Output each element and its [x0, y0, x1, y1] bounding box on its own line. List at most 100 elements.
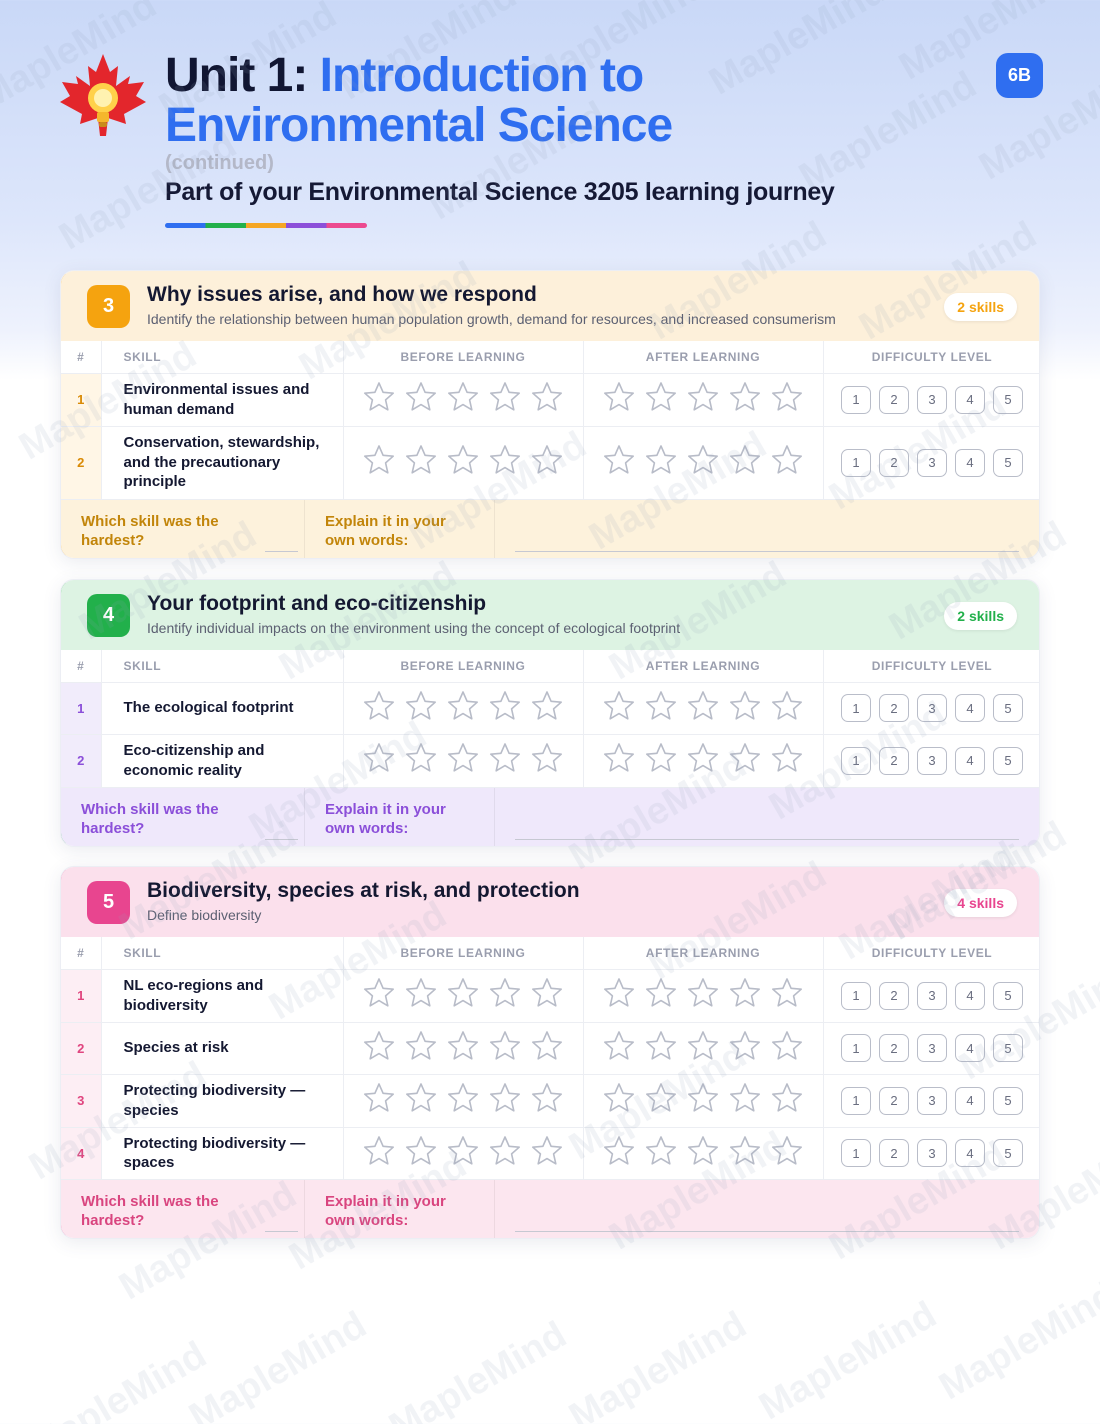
star-icon[interactable] — [530, 380, 564, 419]
star-icon[interactable] — [530, 1081, 564, 1120]
star-icon[interactable] — [602, 741, 636, 780]
star-icon[interactable] — [728, 976, 762, 1015]
star-icon[interactable] — [404, 1134, 438, 1173]
difficulty-level-4[interactable]: 4 — [955, 981, 985, 1010]
star-icon[interactable] — [404, 1081, 438, 1120]
star-icon[interactable] — [602, 443, 636, 482]
explain-answer-field[interactable] — [495, 500, 1039, 558]
star-icon[interactable] — [362, 1029, 396, 1068]
difficulty-level-3[interactable]: 3 — [917, 448, 947, 477]
star-icon[interactable] — [602, 1081, 636, 1120]
difficulty-level-5[interactable]: 5 — [993, 694, 1023, 722]
difficulty-level-3[interactable]: 3 — [917, 1139, 947, 1167]
star-icon[interactable] — [488, 1029, 522, 1068]
star-icon[interactable] — [530, 976, 564, 1015]
star-icon[interactable] — [488, 1081, 522, 1120]
star-icon[interactable] — [488, 689, 522, 728]
star-icon[interactable] — [530, 1029, 564, 1068]
star-icon[interactable] — [770, 1029, 804, 1068]
star-icon[interactable] — [362, 741, 396, 780]
star-icon[interactable] — [686, 443, 720, 482]
star-icon[interactable] — [644, 443, 678, 482]
star-icon[interactable] — [644, 1029, 678, 1068]
star-icon[interactable] — [446, 443, 480, 482]
star-icon[interactable] — [446, 1081, 480, 1120]
star-icon[interactable] — [686, 976, 720, 1015]
difficulty-level-1[interactable]: 1 — [841, 1034, 871, 1062]
star-icon[interactable] — [446, 741, 480, 780]
star-icon[interactable] — [404, 443, 438, 482]
star-icon[interactable] — [644, 1081, 678, 1120]
difficulty-level-5[interactable]: 5 — [993, 981, 1023, 1010]
difficulty-level-2[interactable]: 2 — [879, 694, 909, 722]
difficulty-level-3[interactable]: 3 — [917, 1034, 947, 1062]
star-icon[interactable] — [488, 380, 522, 419]
star-icon[interactable] — [644, 1134, 678, 1173]
explain-answer-field[interactable] — [495, 1180, 1039, 1238]
star-icon[interactable] — [362, 689, 396, 728]
star-icon[interactable] — [728, 380, 762, 419]
star-icon[interactable] — [728, 1029, 762, 1068]
difficulty-level-1[interactable]: 1 — [841, 694, 871, 722]
star-icon[interactable] — [602, 976, 636, 1015]
star-icon[interactable] — [686, 1134, 720, 1173]
explain-answer-field[interactable] — [495, 788, 1039, 846]
star-icon[interactable] — [404, 689, 438, 728]
star-icon[interactable] — [530, 1134, 564, 1173]
star-icon[interactable] — [404, 976, 438, 1015]
star-icon[interactable] — [362, 1134, 396, 1173]
difficulty-level-4[interactable]: 4 — [955, 1034, 985, 1062]
star-icon[interactable] — [770, 1134, 804, 1173]
star-icon[interactable] — [602, 380, 636, 419]
star-icon[interactable] — [602, 1029, 636, 1068]
star-icon[interactable] — [644, 689, 678, 728]
star-icon[interactable] — [770, 443, 804, 482]
star-icon[interactable] — [686, 380, 720, 419]
star-icon[interactable] — [644, 741, 678, 780]
star-icon[interactable] — [362, 976, 396, 1015]
star-icon[interactable] — [488, 741, 522, 780]
difficulty-level-1[interactable]: 1 — [841, 448, 871, 477]
star-icon[interactable] — [446, 1134, 480, 1173]
star-icon[interactable] — [644, 976, 678, 1015]
star-icon[interactable] — [362, 443, 396, 482]
star-icon[interactable] — [770, 689, 804, 728]
difficulty-level-5[interactable]: 5 — [993, 1086, 1023, 1115]
difficulty-level-2[interactable]: 2 — [879, 746, 909, 775]
star-icon[interactable] — [530, 741, 564, 780]
star-icon[interactable] — [488, 976, 522, 1015]
star-icon[interactable] — [404, 380, 438, 419]
star-icon[interactable] — [728, 741, 762, 780]
difficulty-level-5[interactable]: 5 — [993, 1139, 1023, 1167]
star-icon[interactable] — [602, 1134, 636, 1173]
difficulty-level-5[interactable]: 5 — [993, 385, 1023, 414]
star-icon[interactable] — [446, 689, 480, 728]
difficulty-level-4[interactable]: 4 — [955, 1139, 985, 1167]
star-icon[interactable] — [770, 380, 804, 419]
star-icon[interactable] — [644, 380, 678, 419]
star-icon[interactable] — [686, 689, 720, 728]
star-icon[interactable] — [446, 976, 480, 1015]
difficulty-level-3[interactable]: 3 — [917, 746, 947, 775]
difficulty-level-2[interactable]: 2 — [879, 1034, 909, 1062]
difficulty-level-3[interactable]: 3 — [917, 385, 947, 414]
star-icon[interactable] — [530, 443, 564, 482]
difficulty-level-1[interactable]: 1 — [841, 1139, 871, 1167]
star-icon[interactable] — [770, 741, 804, 780]
difficulty-level-5[interactable]: 5 — [993, 448, 1023, 477]
star-icon[interactable] — [446, 1029, 480, 1068]
difficulty-level-1[interactable]: 1 — [841, 385, 871, 414]
star-icon[interactable] — [770, 976, 804, 1015]
difficulty-level-3[interactable]: 3 — [917, 981, 947, 1010]
star-icon[interactable] — [404, 741, 438, 780]
difficulty-level-4[interactable]: 4 — [955, 694, 985, 722]
difficulty-level-2[interactable]: 2 — [879, 1086, 909, 1115]
star-icon[interactable] — [728, 689, 762, 728]
difficulty-level-2[interactable]: 2 — [879, 385, 909, 414]
star-icon[interactable] — [686, 741, 720, 780]
difficulty-level-5[interactable]: 5 — [993, 746, 1023, 775]
star-icon[interactable] — [488, 443, 522, 482]
star-icon[interactable] — [446, 380, 480, 419]
hardest-skill-answer-field[interactable] — [255, 1179, 305, 1238]
star-icon[interactable] — [404, 1029, 438, 1068]
